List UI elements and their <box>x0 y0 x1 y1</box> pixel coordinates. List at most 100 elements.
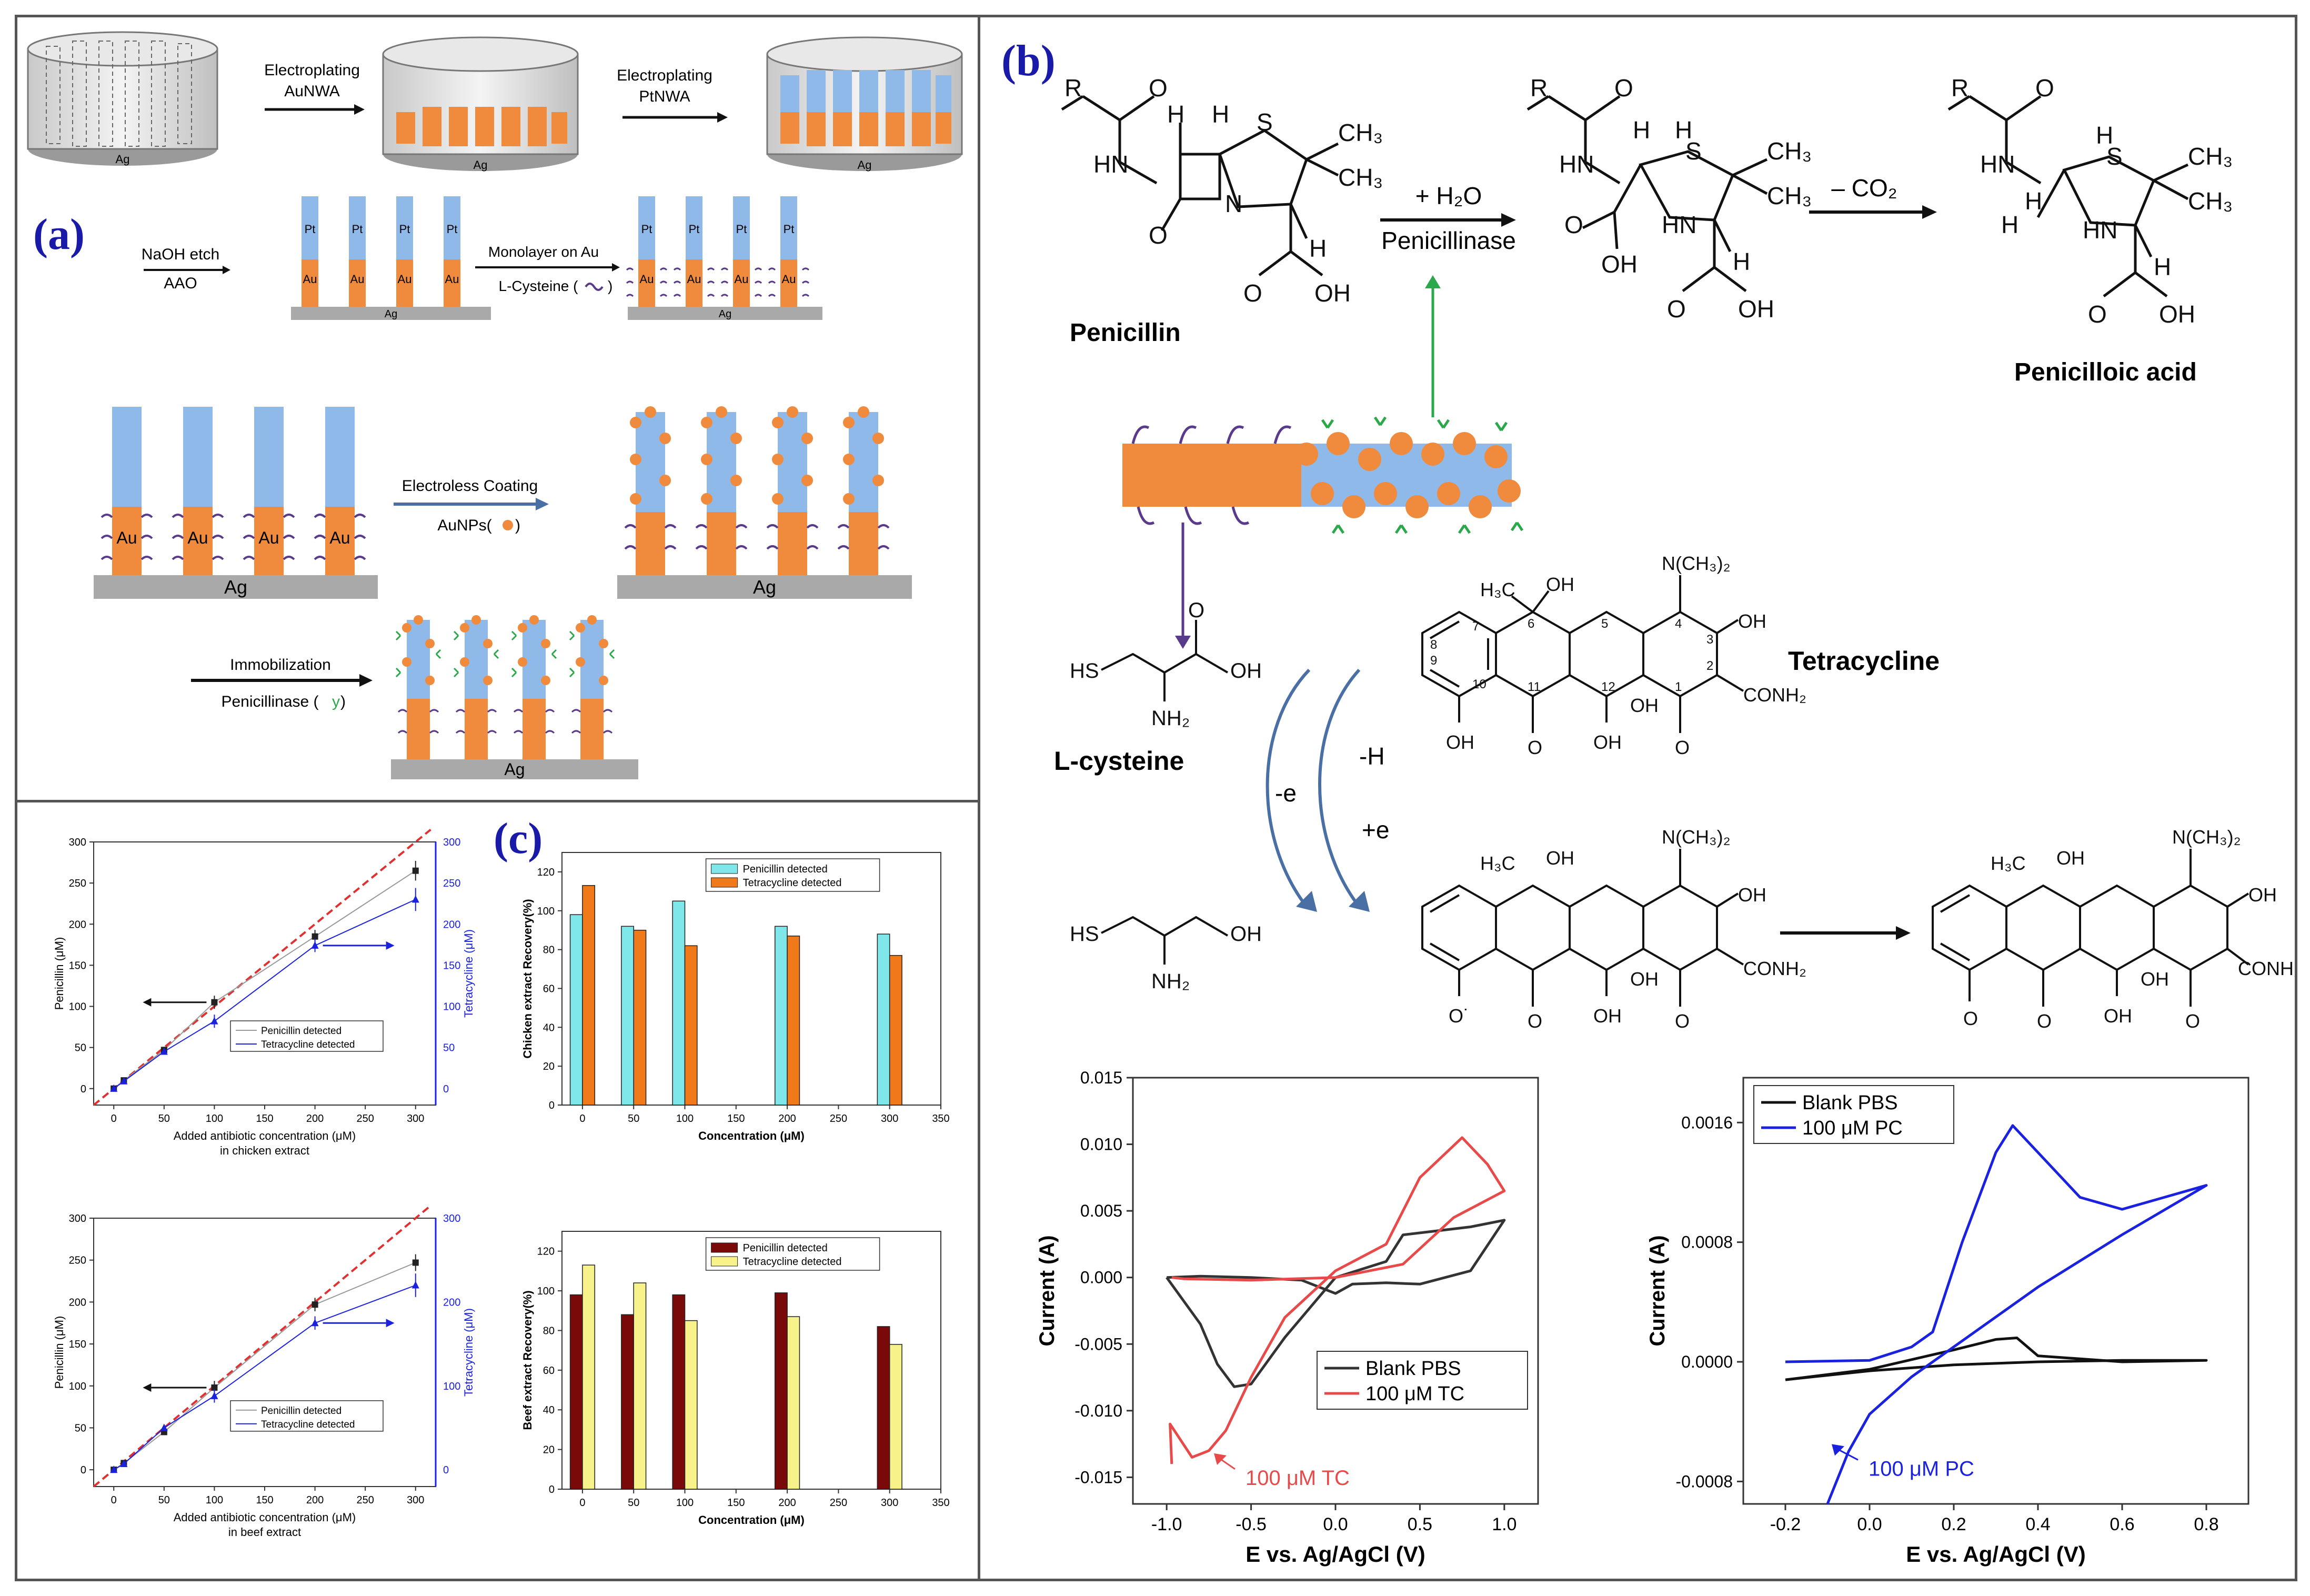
atom-OH: OH <box>1546 847 1574 869</box>
data-point <box>110 1084 118 1092</box>
bar <box>775 926 788 1106</box>
legend-label: Tetracycline detected <box>261 1039 355 1050</box>
atom-H: H <box>1212 101 1229 128</box>
ideal-line <box>93 829 431 1106</box>
step1-top: Electroplating <box>264 62 360 79</box>
x-tick-label: 100 <box>206 1113 223 1125</box>
bar <box>569 1294 583 1490</box>
x-axis-label: Added antibiotic concentration (μM) <box>174 1511 356 1524</box>
arrow-electroless: Electroless Coating AuNPs( ) <box>394 477 549 534</box>
x-tick-label: 0.2 <box>1941 1514 1966 1534</box>
atom-CH3: CH₃ <box>1338 119 1383 146</box>
y-right-tick-label: 300 <box>443 1213 460 1224</box>
atom-OH: OH <box>2056 847 2085 869</box>
y-tick-label: 100 <box>537 906 555 917</box>
y-tick-label: -0.010 <box>1074 1401 1122 1420</box>
y-tick-label: -0.0008 <box>1675 1472 1733 1491</box>
atom-OH: OH <box>1630 695 1659 716</box>
annotation-arrowhead <box>143 1383 152 1392</box>
reagent1-bottom: Penicillinase <box>1381 227 1516 254</box>
electron-transfer-arrowhead <box>1349 891 1370 912</box>
bar <box>672 900 686 1106</box>
x-tick-label: 0 <box>111 1494 117 1506</box>
data-point <box>210 1391 218 1399</box>
hydrolysis-arrow: + H₂O Penicillinase <box>1380 182 1516 254</box>
y-tick-label: 120 <box>537 867 555 878</box>
bar <box>621 1314 634 1490</box>
x-tick-label: 250 <box>830 1113 847 1125</box>
legend-box <box>1753 1085 1954 1144</box>
au-label: Au <box>398 273 412 286</box>
au-label: Au <box>303 273 317 286</box>
ag-label: Ag <box>504 760 525 779</box>
step5-top: Electroless Coating <box>402 477 538 495</box>
fabrication-schematic: Ag Electroplating AuNWA Ag Electroplatin… <box>27 31 963 779</box>
y-tick-label: 200 <box>69 1297 86 1308</box>
x-tick-label: 0 <box>111 1113 117 1125</box>
aao-template-au: Ag <box>382 36 579 172</box>
annotation-arrowhead <box>1214 1453 1227 1465</box>
arrow-monolayer: Monolayer on Au L-Cysteine ( ) <box>475 244 620 294</box>
y-tick-label: 100 <box>537 1286 555 1297</box>
data-point <box>411 1281 419 1289</box>
atom-H: H <box>1167 101 1184 128</box>
data-point <box>211 999 218 1006</box>
y-tick-label: 40 <box>543 1404 555 1416</box>
x-tick-label: 0.5 <box>1408 1514 1432 1534</box>
series-line <box>1785 1337 2208 1381</box>
atom-HN: HN <box>1093 150 1128 178</box>
atom-HN: HN <box>1559 150 1594 178</box>
bar <box>633 1282 647 1490</box>
minus-e-label: -e <box>1275 779 1297 807</box>
arrow-electroplating-pt: Electroplating PtNWA <box>617 67 728 123</box>
legend-label: Blank PBS <box>1802 1092 1898 1114</box>
atom-CH3: CH₃ <box>1338 164 1383 191</box>
y-right-tick-label: 200 <box>443 1297 460 1308</box>
atom-CONH2: CONH₂ <box>2238 958 2295 979</box>
atom-O: O <box>2037 1010 2052 1032</box>
y-tick-label: 0 <box>549 1484 555 1495</box>
data-point <box>210 1017 218 1025</box>
bar <box>633 929 647 1106</box>
arrow-electroplating-au: Electroplating AuNWA <box>264 62 365 115</box>
x-tick-label: 0.0 <box>1323 1514 1348 1534</box>
y-axis-label: Beef extract Recovery(%) <box>521 1290 534 1430</box>
atom-OH: OH <box>2248 884 2277 906</box>
data-point <box>110 1465 118 1473</box>
x-tick-label: 200 <box>778 1113 796 1125</box>
ag-label: Ag <box>385 308 397 320</box>
atom-S: S <box>2106 143 2123 170</box>
y-right-tick-label: 50 <box>443 1042 455 1054</box>
au-label: Au <box>445 273 459 286</box>
au-label: Au <box>687 273 701 286</box>
x-tick-label: 100 <box>676 1113 694 1125</box>
y-tick-label: 50 <box>75 1422 86 1434</box>
bar <box>582 885 596 1106</box>
panel-a-label: (a) <box>33 210 85 259</box>
au-label: Au <box>187 528 208 547</box>
atom-number: 9 <box>1430 654 1437 668</box>
atom-O: O <box>1675 1010 1690 1032</box>
y-tick-label: 0.010 <box>1080 1135 1122 1154</box>
x-tick-label: 150 <box>727 1113 745 1125</box>
ag-label: Ag <box>224 576 247 598</box>
y-tick-label: 120 <box>537 1246 555 1258</box>
x-tick-label: 1.0 <box>1492 1514 1516 1534</box>
atom-H: H <box>1733 248 1750 275</box>
atom-OH: OH <box>1314 279 1351 307</box>
atom-number: 3 <box>1706 633 1713 647</box>
series-line <box>113 1284 416 1470</box>
atom-HN: HN <box>2083 216 2117 244</box>
series-line <box>1166 1219 1506 1388</box>
atom-O: O <box>1149 222 1168 249</box>
y-right-tick-label: 0 <box>443 1464 449 1476</box>
ideal-line <box>93 1204 431 1488</box>
y-tick-label: 300 <box>69 837 86 848</box>
penicilloic-intermediate <box>1526 95 1768 292</box>
pt-label: Pt <box>784 223 795 236</box>
atom-number: 7 <box>1472 619 1479 634</box>
legend-swatch <box>711 864 738 874</box>
y-tick-label: -0.015 <box>1074 1468 1122 1487</box>
